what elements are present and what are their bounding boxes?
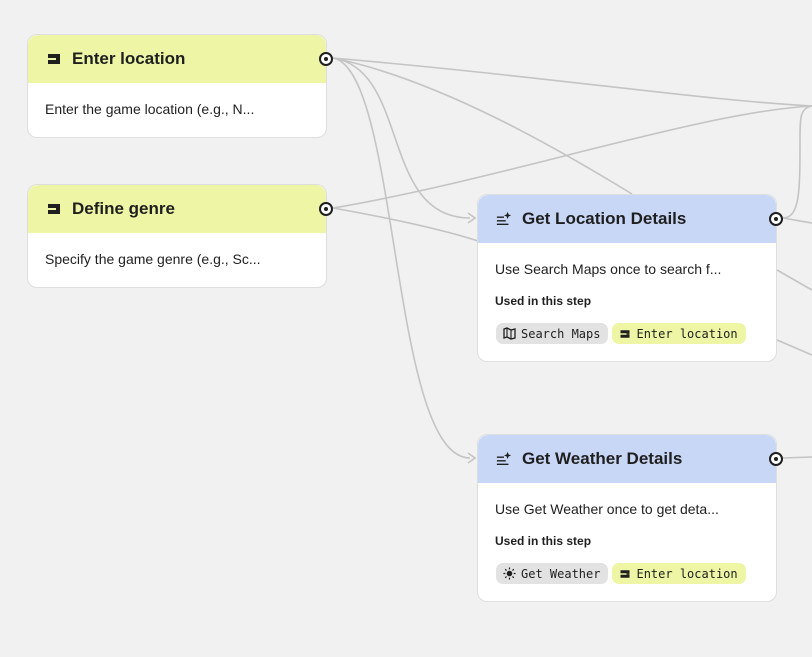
wire bbox=[782, 456, 812, 459]
arrowhead bbox=[467, 452, 477, 464]
tool-chip-search-maps[interactable]: Search Maps bbox=[496, 323, 609, 344]
node-header: Enter location bbox=[28, 35, 326, 83]
used-in-step-label: Used in this step bbox=[495, 294, 592, 308]
chip-label: Enter location bbox=[636, 326, 738, 341]
enter-location-node[interactable]: Enter location Enter the game location (… bbox=[27, 34, 333, 138]
node-title: Enter location bbox=[72, 49, 186, 68]
wire bbox=[332, 105, 812, 209]
chip-label: Search Maps bbox=[521, 326, 601, 341]
wire bbox=[776, 269, 812, 291]
input-flag-icon bbox=[48, 204, 60, 214]
arrowhead bbox=[467, 212, 477, 224]
node-title: Get Location Details bbox=[522, 209, 687, 228]
map-icon bbox=[503, 327, 516, 340]
wire bbox=[332, 207, 479, 242]
input-flag-icon bbox=[620, 329, 630, 338]
tool-chip-get-weather[interactable]: Get Weather bbox=[496, 563, 609, 584]
input-flag-icon bbox=[620, 569, 630, 578]
node-header: Get Location Details bbox=[478, 195, 776, 243]
wire bbox=[332, 57, 471, 219]
output-port[interactable] bbox=[769, 452, 783, 466]
define-genre-node[interactable]: Define genre Specify the game genre (e.g… bbox=[27, 184, 333, 288]
node-header: Get Weather Details bbox=[478, 435, 776, 483]
node-description: Use Search Maps once to search f... bbox=[495, 261, 722, 277]
input-chip-enter-location[interactable]: Enter location bbox=[612, 323, 746, 344]
used-in-step-label: Used in this step bbox=[495, 534, 592, 548]
wire bbox=[782, 217, 812, 224]
sun-icon bbox=[503, 567, 516, 580]
node-description: Use Get Weather once to get deta... bbox=[495, 501, 719, 517]
chip-row: Get Weather Enter location bbox=[496, 563, 746, 584]
wire bbox=[782, 105, 812, 219]
output-port[interactable] bbox=[319, 202, 333, 216]
get-weather-details-node[interactable]: Get Weather Details Use Get Weather once… bbox=[477, 434, 783, 602]
generate-text-sparkle-icon bbox=[496, 211, 512, 225]
input-flag-icon bbox=[48, 54, 60, 64]
wire bbox=[332, 57, 471, 459]
node-title: Get Weather Details bbox=[522, 449, 683, 468]
chip-label: Enter location bbox=[636, 566, 738, 581]
get-location-details-node[interactable]: Get Location Details Use Search Maps onc… bbox=[477, 194, 783, 362]
wire bbox=[332, 57, 812, 107]
wire bbox=[332, 57, 633, 195]
generate-text-sparkle-icon bbox=[496, 451, 512, 465]
node-title: Define genre bbox=[72, 199, 175, 218]
node-description: Enter the game location (e.g., N... bbox=[45, 101, 255, 117]
node-header: Define genre bbox=[28, 185, 326, 233]
node-description: Specify the game genre (e.g., Sc... bbox=[45, 251, 261, 267]
output-port[interactable] bbox=[769, 212, 783, 226]
output-port[interactable] bbox=[319, 52, 333, 66]
input-chip-enter-location[interactable]: Enter location bbox=[612, 563, 746, 584]
wire bbox=[776, 339, 812, 356]
chip-label: Get Weather bbox=[521, 566, 601, 581]
chip-row: Search Maps Enter location bbox=[496, 323, 746, 344]
